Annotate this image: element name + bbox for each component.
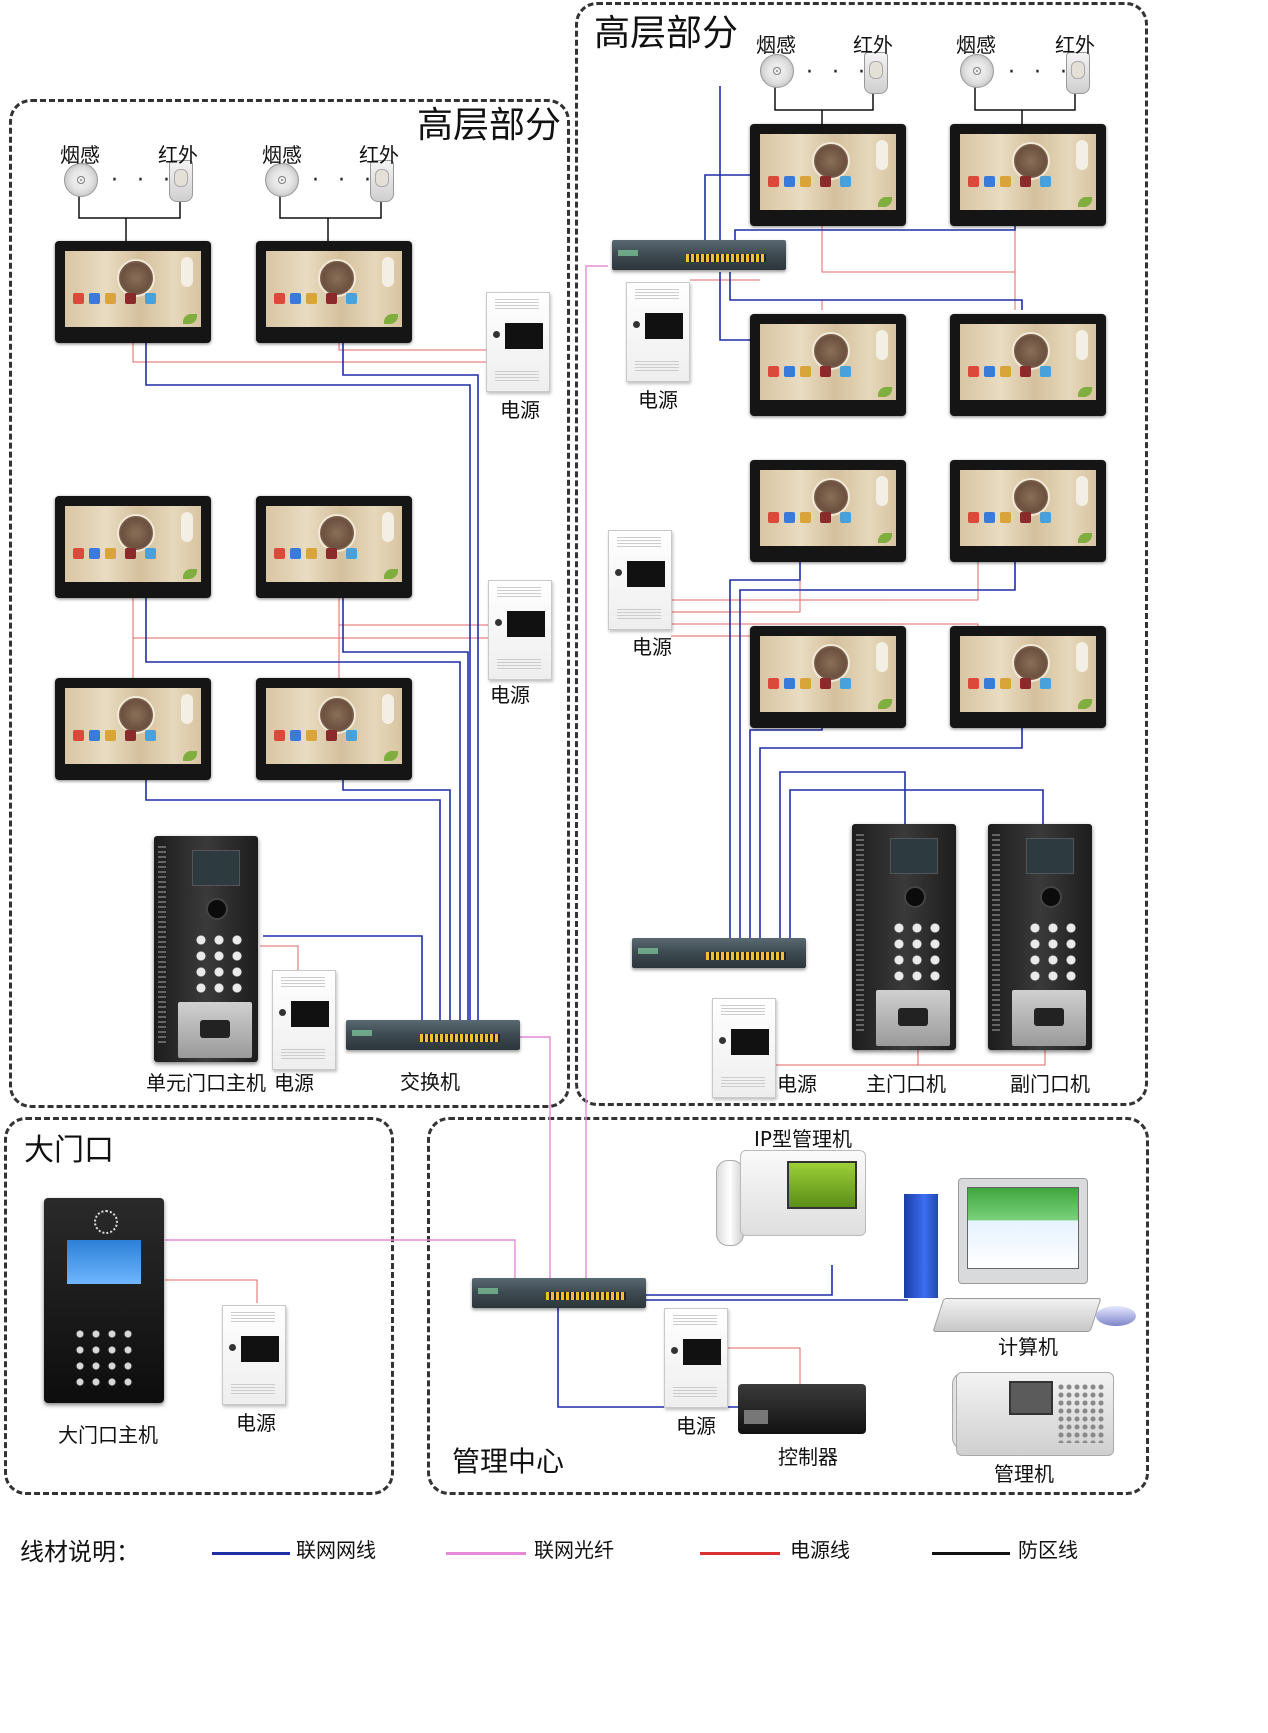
power-supply-icon (222, 1305, 286, 1405)
power-supply-icon (486, 292, 550, 392)
indoor-monitor (256, 678, 412, 780)
zone-title-right: 高层部分 (594, 13, 739, 54)
network-switch-icon (632, 938, 806, 968)
power-supply-icon (712, 998, 776, 1098)
ellipsis: · · · (312, 168, 377, 193)
smoke-detector-icon (760, 54, 794, 88)
controller-label: 控制器 (778, 1445, 838, 1469)
smoke-detector-icon (64, 163, 98, 197)
indoor-monitor (256, 496, 412, 598)
legend-swatch-power (700, 1552, 780, 1555)
indoor-monitor (950, 124, 1106, 226)
indoor-monitor (950, 626, 1106, 728)
legend-label-network: 联网网线 (296, 1538, 376, 1562)
unit-door-station-label: 单元门口主机 (146, 1071, 266, 1095)
sub-door-station-icon (988, 824, 1092, 1050)
fiber-wires (165, 265, 608, 1278)
gate-station-icon (44, 1198, 164, 1403)
zone-title-mgmt: 管理中心 (452, 1445, 565, 1478)
mouse-icon (1096, 1306, 1136, 1326)
legend-swatch-fiber (446, 1552, 526, 1555)
zone-title-left: 高层部分 (417, 105, 562, 146)
indoor-monitor (55, 241, 211, 343)
zone-main-gate (4, 1117, 394, 1495)
power-supply-label: 电源 (638, 388, 678, 412)
power-supply-label: 电源 (490, 683, 530, 707)
indoor-monitor (256, 241, 412, 343)
legend-title: 线材说明： (20, 1538, 140, 1566)
gate-station-label: 大门口主机 (58, 1423, 158, 1447)
power-supply-label: 电源 (274, 1071, 314, 1095)
network-switch-icon (472, 1278, 646, 1308)
smoke-detector-icon (960, 54, 994, 88)
smoke-label: 烟感 (756, 33, 796, 57)
infrared-sensor-icon (370, 160, 394, 202)
power-supply-label: 电源 (500, 398, 540, 422)
indoor-monitor (55, 678, 211, 780)
main-door-station-icon (852, 824, 956, 1050)
zone-title-gate: 大门口 (24, 1133, 114, 1168)
controller-icon (738, 1384, 866, 1434)
sub-door-station-label: 副门口机 (1010, 1072, 1090, 1096)
ellipsis: · · · (1008, 60, 1073, 85)
computer-tower-icon (904, 1194, 938, 1298)
network-switch-icon (612, 240, 786, 270)
infrared-sensor-icon (1066, 52, 1090, 94)
unit-door-station-icon (154, 836, 258, 1062)
infrared-label: 红外 (359, 143, 399, 167)
indoor-monitor (950, 314, 1106, 416)
infrared-label: 红外 (853, 33, 893, 57)
legend-label-alarm: 防区线 (1018, 1538, 1078, 1562)
computer-label: 计算机 (998, 1335, 1058, 1359)
power-supply-label: 电源 (676, 1414, 716, 1438)
zone-right-high-rise (575, 2, 1148, 1106)
indoor-monitor (750, 460, 906, 562)
indoor-monitor (750, 314, 906, 416)
power-supply-icon (664, 1308, 728, 1408)
indoor-monitor (750, 124, 906, 226)
main-door-station-label: 主门口机 (866, 1072, 946, 1096)
legend-label-power: 电源线 (790, 1538, 850, 1562)
smoke-label: 烟感 (262, 143, 302, 167)
indoor-monitor (750, 626, 906, 728)
smoke-detector-icon (265, 163, 299, 197)
manager-label: 管理机 (994, 1462, 1054, 1486)
legend-label-fiber: 联网光纤 (534, 1538, 614, 1562)
network-switch-icon (346, 1020, 520, 1050)
computer-monitor-icon (958, 1178, 1088, 1284)
alarm-wires (78, 86, 1076, 243)
legend-swatch-network (212, 1552, 290, 1555)
smoke-label: 烟感 (60, 143, 100, 167)
infrared-sensor-icon (864, 52, 888, 94)
manager-console-icon (956, 1372, 1114, 1456)
ip-manager-label: IP型管理机 (754, 1127, 852, 1151)
indoor-monitor (950, 460, 1106, 562)
ip-manager-icon (740, 1150, 866, 1236)
keyboard-icon (932, 1298, 1102, 1332)
power-supply-label: 电源 (632, 635, 672, 659)
zone-management-center (427, 1117, 1149, 1495)
ellipsis: · · · (111, 168, 176, 193)
power-supply-icon (626, 282, 690, 382)
power-supply-label: 电源 (777, 1072, 817, 1096)
infrared-sensor-icon (169, 160, 193, 202)
power-supply-icon (488, 580, 552, 680)
indoor-monitor (55, 496, 211, 598)
infrared-label: 红外 (158, 143, 198, 167)
power-supply-icon (272, 970, 336, 1070)
zone-left-high-rise (9, 99, 570, 1108)
power-supply-icon (608, 530, 672, 630)
handset-icon (716, 1160, 744, 1246)
power-supply-label: 电源 (236, 1411, 276, 1435)
smoke-label: 烟感 (956, 33, 996, 57)
legend-swatch-alarm (932, 1552, 1010, 1555)
ellipsis: · · · (806, 60, 871, 85)
switch-label: 交换机 (400, 1070, 460, 1094)
infrared-label: 红外 (1055, 33, 1095, 57)
